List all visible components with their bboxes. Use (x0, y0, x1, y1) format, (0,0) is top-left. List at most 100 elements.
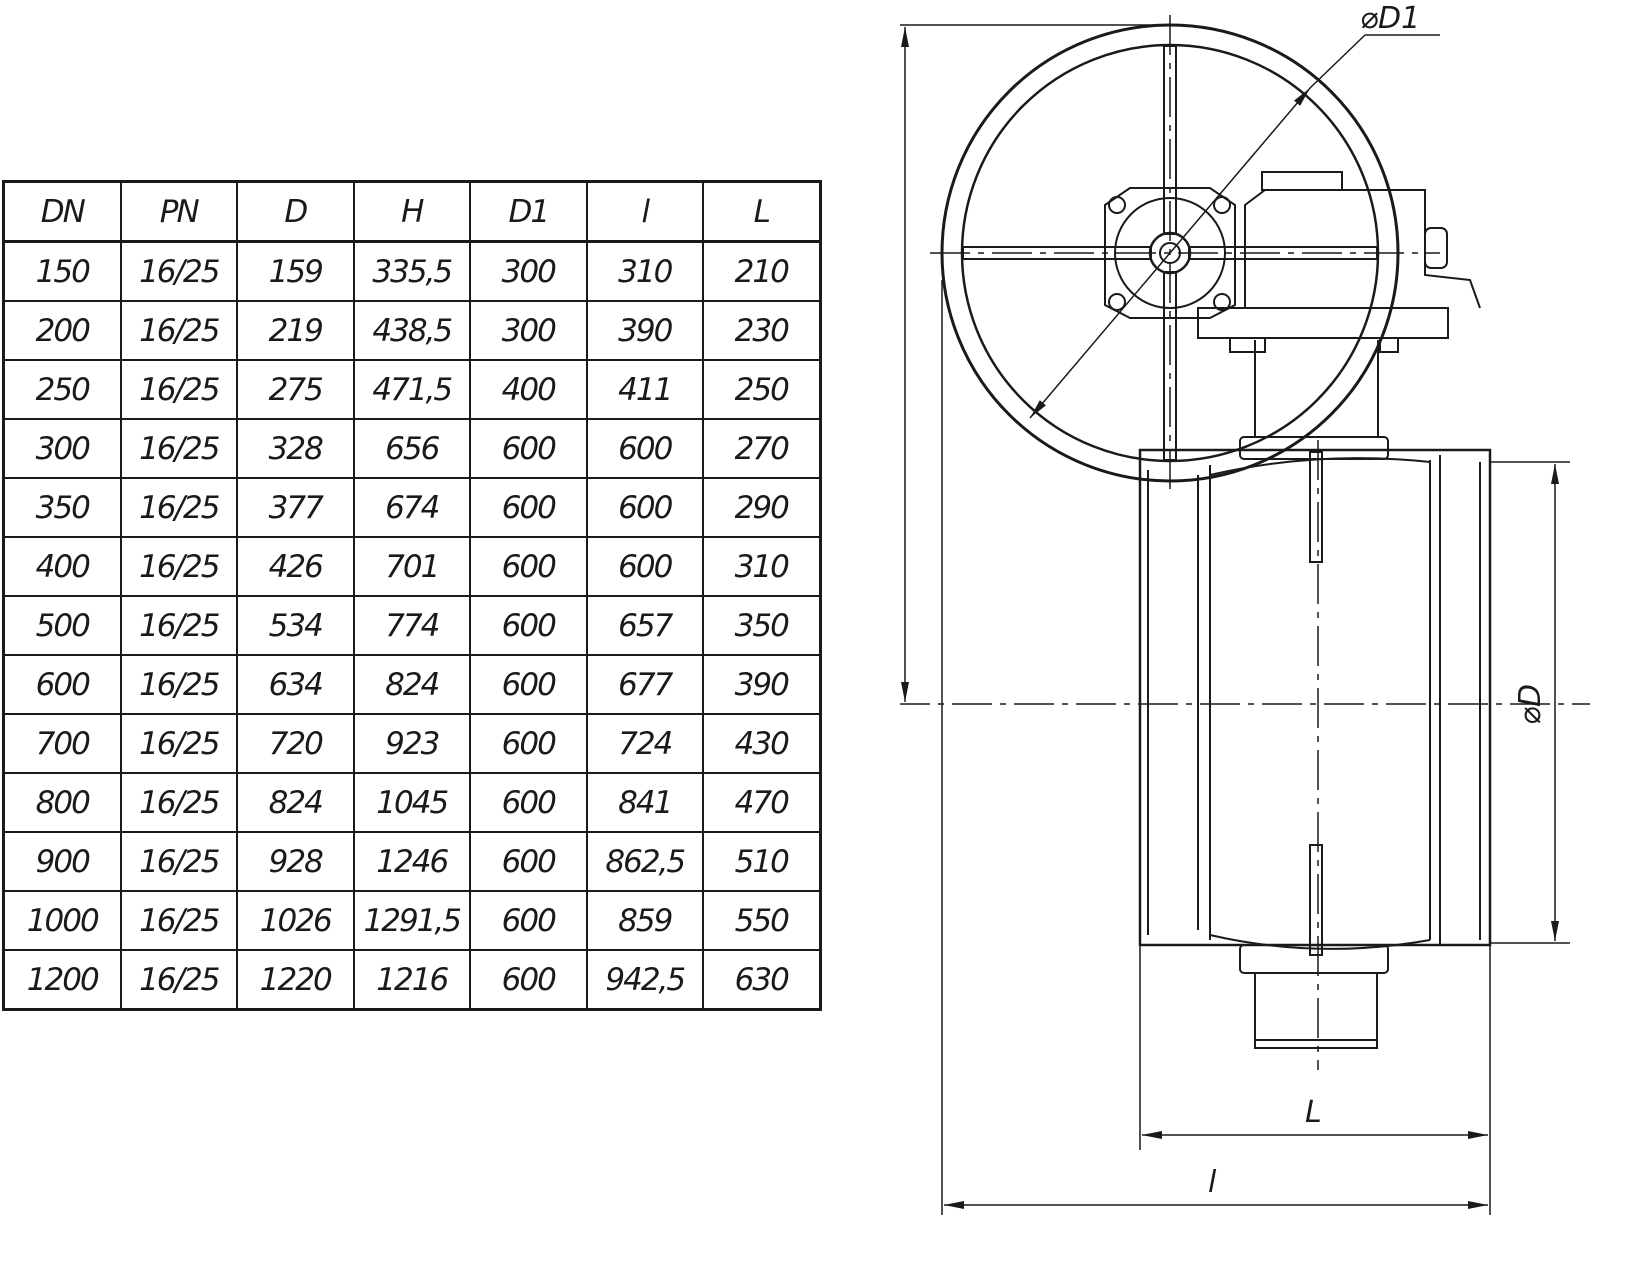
cell-dn: 300 (2, 418, 122, 479)
cell-d: 426 (236, 536, 355, 597)
cell-h: 923 (352, 713, 471, 774)
cell-l-large: 510 (702, 831, 821, 892)
header-d1: D1 (469, 180, 588, 243)
bolt-nut-right (1379, 337, 1399, 353)
cell-h: 471,5 (352, 359, 471, 420)
cell-l-large: 270 (702, 418, 821, 479)
cell-pn: 16/25 (119, 536, 238, 597)
body-top-curve (1209, 457, 1431, 476)
cell-l-small: 411 (585, 359, 704, 420)
cell-dn: 700 (2, 713, 122, 774)
cell-h: 824 (352, 654, 471, 715)
cell-dn: 500 (2, 595, 122, 656)
cell-dn: 600 (2, 654, 122, 715)
header-l-large: L (702, 180, 821, 243)
cell-d: 534 (236, 595, 355, 656)
cell-pn: 16/25 (119, 240, 238, 302)
cell-d: 634 (236, 654, 355, 715)
cell-d1: 600 (469, 654, 588, 715)
disc-pin-bottom (1309, 844, 1323, 956)
disc-pin-top (1309, 451, 1323, 563)
flange-bolt-tl (1108, 196, 1126, 214)
gearbox-top-cap (1261, 171, 1343, 191)
cell-h: 1216 (352, 949, 471, 1011)
cell-l-small: 862,5 (585, 831, 704, 892)
cell-dn: 150 (2, 240, 122, 302)
cell-h: 438,5 (352, 300, 471, 361)
cell-d1: 300 (469, 240, 588, 302)
cell-d: 275 (236, 359, 355, 420)
cell-dn: 800 (2, 772, 122, 833)
cell-d1: 600 (469, 477, 588, 538)
valve-drawing: ⌀D1 H ⌀D L l (900, 1, 1590, 1215)
cell-l-small: 724 (585, 713, 704, 774)
cell-l-small: 390 (585, 300, 704, 361)
cell-d: 1026 (236, 890, 355, 951)
cell-d1: 600 (469, 536, 588, 597)
cell-l-large: 350 (702, 595, 821, 656)
cell-l-large: 250 (702, 359, 821, 420)
cell-l-small: 859 (585, 890, 704, 951)
dim-label-l-large: L (1305, 1095, 1322, 1130)
header-d: D (236, 180, 355, 243)
cell-l-large: 290 (702, 477, 821, 538)
cell-pn: 16/25 (119, 595, 238, 656)
cell-pn: 16/25 (119, 831, 238, 892)
cell-d: 1220 (236, 949, 355, 1011)
cell-pn: 16/25 (119, 359, 238, 420)
cell-l-large: 430 (702, 713, 821, 774)
cell-pn: 16/25 (119, 300, 238, 361)
header-l-small: l (585, 180, 704, 243)
dim-label-l-small: l (1208, 1165, 1217, 1200)
cell-d1: 400 (469, 359, 588, 420)
cell-h: 774 (352, 595, 471, 656)
cell-d: 219 (236, 300, 355, 361)
cell-h: 1291,5 (352, 890, 471, 951)
dim-label-d: ⌀D (1513, 684, 1548, 725)
cell-pn: 16/25 (119, 949, 238, 1011)
cell-h: 335,5 (352, 240, 471, 302)
bolt-nut-left (1229, 337, 1266, 353)
cell-d1: 600 (469, 949, 588, 1011)
cell-d1: 600 (469, 418, 588, 479)
cell-l-large: 390 (702, 654, 821, 715)
cell-l-large: 230 (702, 300, 821, 361)
cell-pn: 16/25 (119, 890, 238, 951)
gearbox-side-knob (1424, 227, 1448, 269)
cell-l-large: 630 (702, 949, 821, 1011)
cell-l-large: 550 (702, 890, 821, 951)
cell-d1: 600 (469, 713, 588, 774)
cell-dn: 350 (2, 477, 122, 538)
cell-l-large: 310 (702, 536, 821, 597)
cell-dn: 400 (2, 536, 122, 597)
cell-pn: 16/25 (119, 418, 238, 479)
d1-leader (1309, 34, 1366, 89)
gearbox-housing (1244, 189, 1481, 309)
table-header-row: DN PN D H D1 l L (2, 180, 821, 243)
cell-pn: 16/25 (119, 772, 238, 833)
cell-d: 328 (236, 418, 355, 479)
cell-pn: 16/25 (119, 654, 238, 715)
cell-d: 377 (236, 477, 355, 538)
cell-l-small: 310 (585, 240, 704, 302)
cell-dn: 1200 (2, 949, 122, 1011)
cell-dn: 900 (2, 831, 122, 892)
body-bottom-curve (1209, 934, 1431, 950)
cell-d1: 300 (469, 300, 588, 361)
cell-l-small: 677 (585, 654, 704, 715)
cell-pn: 16/25 (119, 477, 238, 538)
cell-d1: 600 (469, 772, 588, 833)
cell-h: 656 (352, 418, 471, 479)
